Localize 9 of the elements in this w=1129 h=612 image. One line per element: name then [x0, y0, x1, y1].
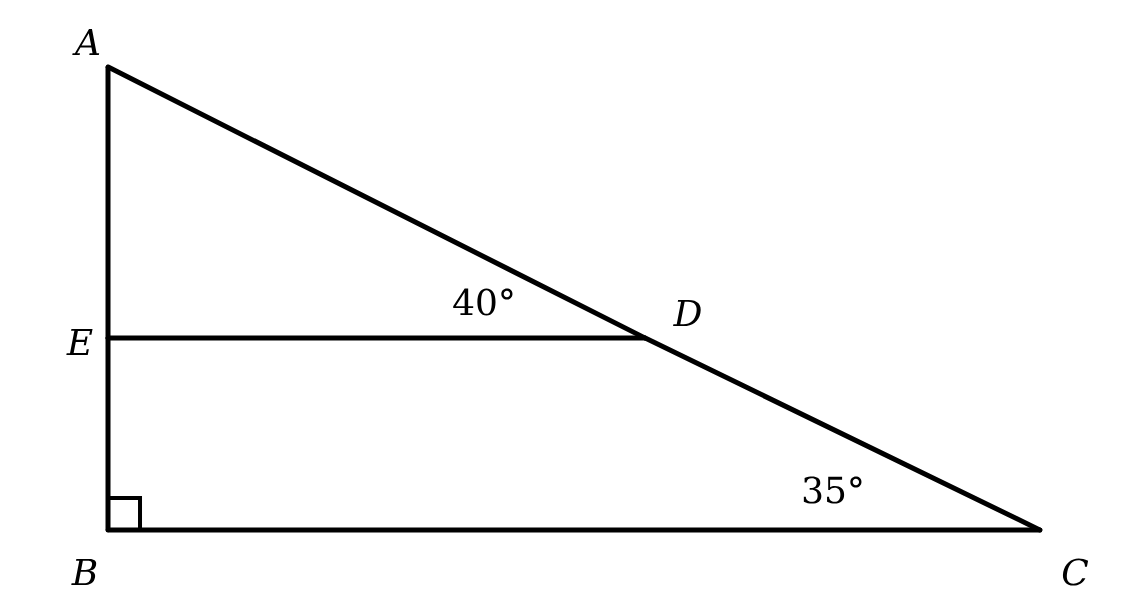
- point-label: E: [66, 328, 93, 356]
- line-segment: [642, 335, 1043, 533]
- angle-label: 40°: [453, 288, 513, 316]
- point-label: C: [1062, 558, 1089, 586]
- line-segment: [105, 335, 648, 341]
- point-label: D: [673, 299, 701, 327]
- angle-label: 35°: [803, 476, 862, 504]
- point-label: B: [71, 558, 97, 586]
- point-label: A: [72, 28, 100, 56]
